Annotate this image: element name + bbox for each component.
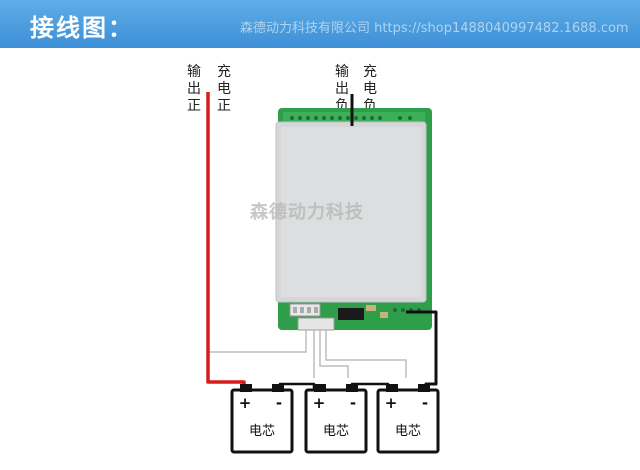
page-title: 接线图： bbox=[30, 14, 134, 42]
balance-wires bbox=[210, 330, 407, 378]
cell-2-label: 电芯 bbox=[322, 424, 349, 439]
board-watermark: 森德动力科技 bbox=[250, 202, 364, 223]
header-bar: 接线图： 森德动力科技有限公司 https://shop148804099748… bbox=[0, 0, 640, 48]
cell-2 bbox=[304, 384, 368, 454]
charge-positive-label: 充电正 bbox=[217, 64, 231, 114]
plate-face bbox=[281, 127, 421, 297]
cell-2-plus: + bbox=[312, 394, 326, 412]
positive-wire bbox=[206, 92, 246, 396]
cell-1 bbox=[230, 384, 294, 454]
shop-url-watermark: 森德动力科技有限公司 https://shop1488040997482.168… bbox=[240, 21, 629, 36]
cell-2-minus: - bbox=[349, 394, 357, 412]
cell-1-plus: + bbox=[238, 394, 252, 412]
output-positive-label: 输出正 bbox=[187, 64, 201, 114]
cell-3-plus: + bbox=[384, 394, 398, 412]
cell-1-label: 电芯 bbox=[248, 424, 275, 439]
cell-3-label: 电芯 bbox=[394, 424, 421, 439]
output-negative-label: 输出负 bbox=[335, 64, 349, 114]
bms-board bbox=[275, 108, 432, 331]
cell-1-minus: - bbox=[275, 394, 283, 412]
balance-plug bbox=[297, 317, 335, 331]
ic-chip bbox=[338, 308, 364, 320]
balance-connector bbox=[289, 303, 321, 317]
cell-3 bbox=[376, 384, 440, 454]
top-pads bbox=[290, 116, 412, 120]
cell-3-minus: - bbox=[421, 394, 429, 412]
